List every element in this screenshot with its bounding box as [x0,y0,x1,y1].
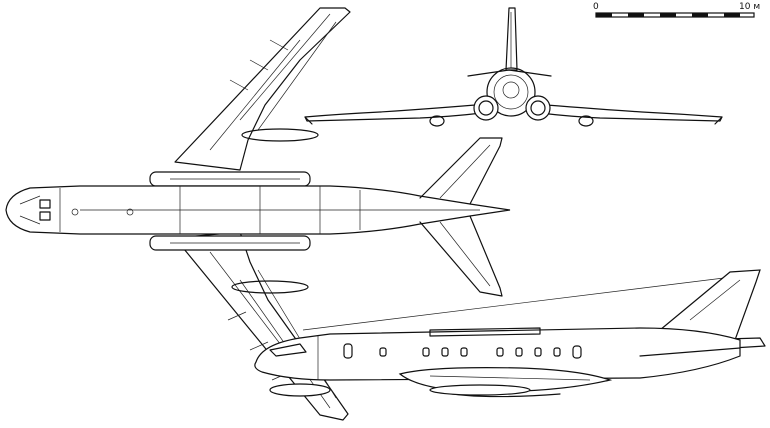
side-view [254,269,766,398]
scale-bar [595,12,755,18]
front-view [304,7,723,127]
scale-start-label: 0 [593,2,599,12]
side-windows [343,343,582,359]
scale-end-label: 10 м [739,2,761,12]
plan-view [5,7,511,421]
